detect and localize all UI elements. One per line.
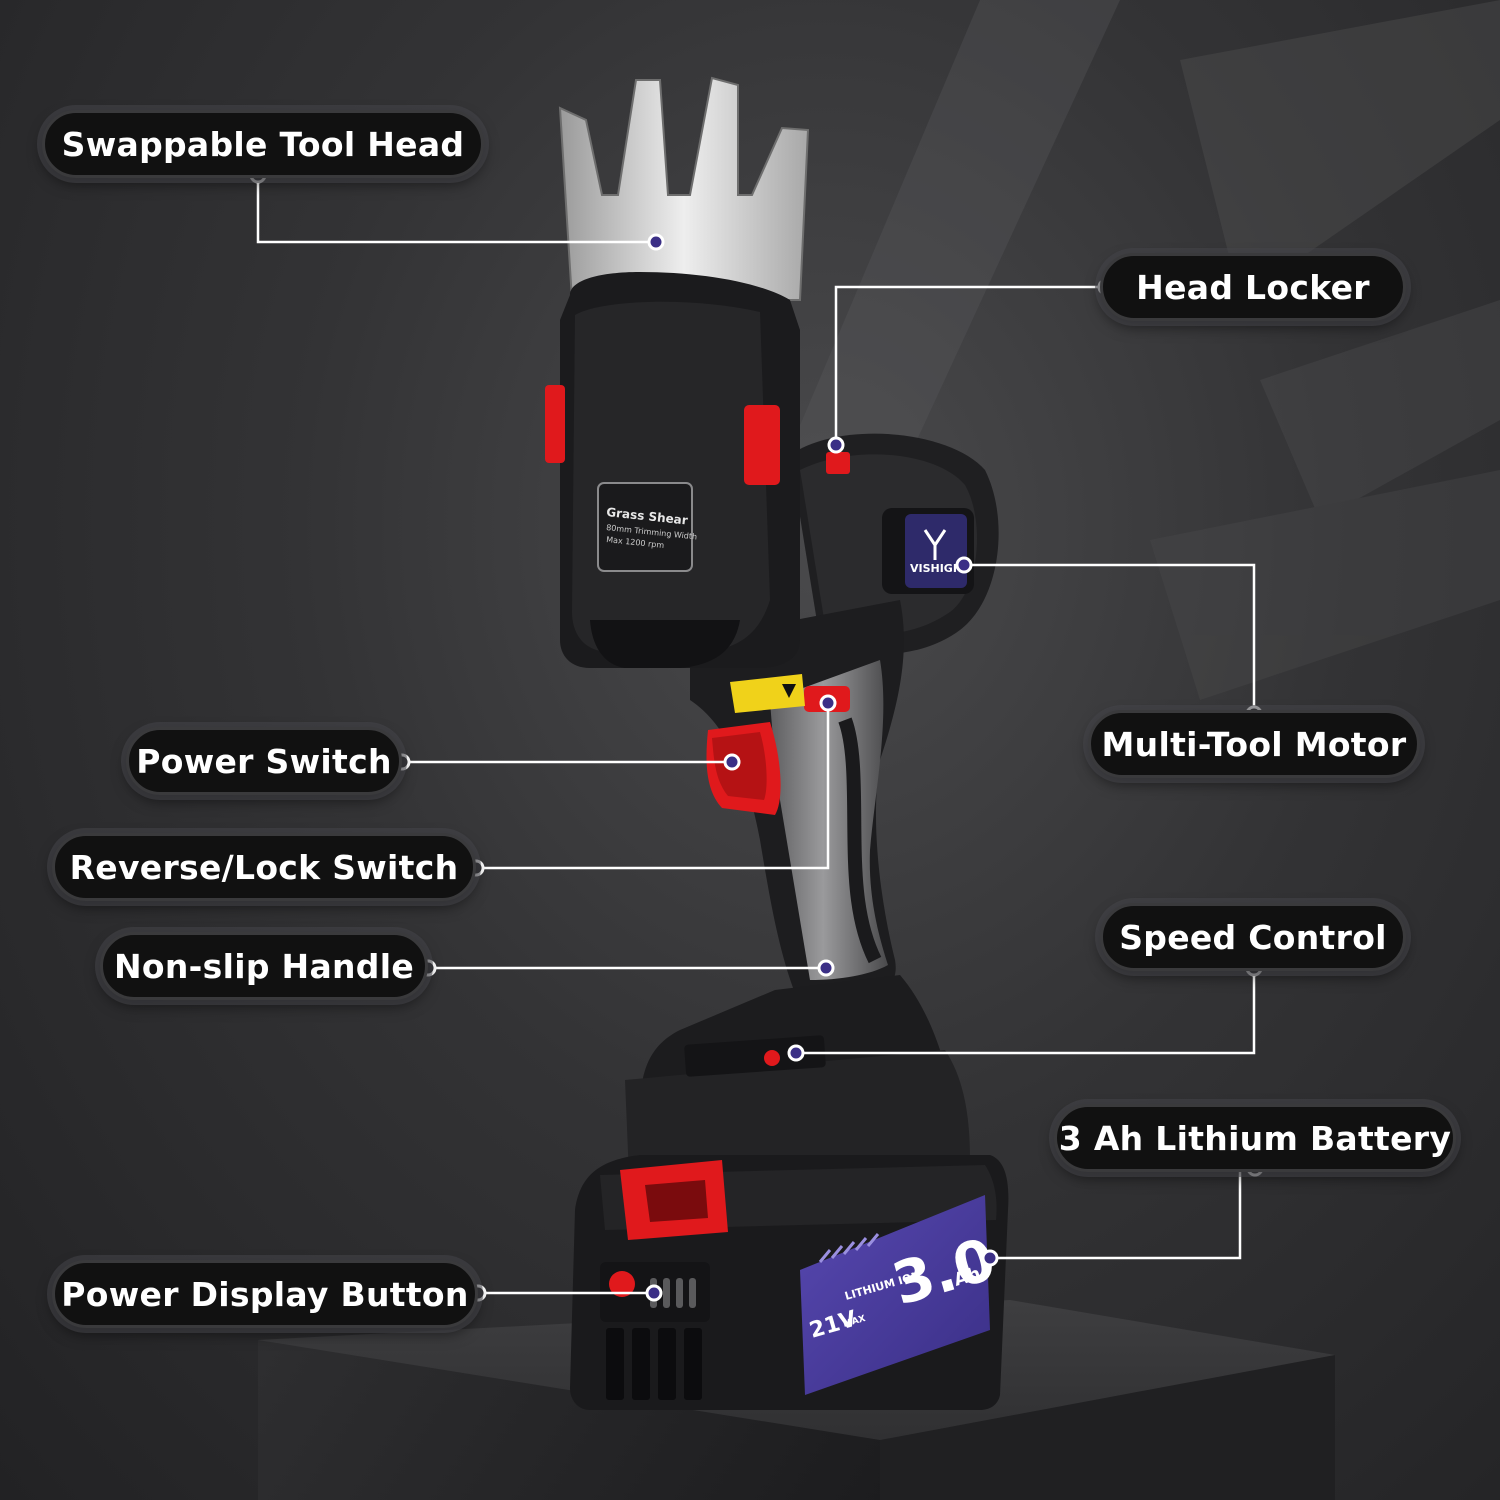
battery-pack: 3.0 Ah LITHIUM ION 21V MAX — [570, 1155, 1009, 1410]
trigger — [706, 722, 781, 815]
callout-multi-tool-motor: Multi-Tool Motor — [1088, 710, 1420, 778]
callout-power-switch: Power Switch — [126, 727, 402, 795]
background-light-streaks — [760, 0, 1500, 700]
warning-sticker — [730, 674, 805, 713]
callout-reverse-lock-switch: Reverse/Lock Switch — [52, 833, 476, 901]
tool-head-cover: Grass Shear 80mm Trimming Width Max 1200… — [545, 272, 800, 668]
callout-head-locker: Head Locker — [1100, 253, 1406, 321]
callout-lithium-battery: 3 Ah Lithium Battery — [1054, 1104, 1456, 1172]
motor-housing: VISHIGH — [790, 433, 999, 654]
blade — [558, 76, 810, 301]
callout-power-display-button: Power Display Button — [52, 1260, 478, 1328]
leader-lines — [256, 175, 1256, 1295]
callout-swappable-tool-head: Swappable Tool Head — [42, 110, 484, 178]
callout-non-slip-handle: Non-slip Handle — [100, 932, 428, 1000]
callout-speed-control: Speed Control — [1100, 903, 1406, 971]
motor-brand-text: VISHIGH — [910, 562, 962, 575]
battery-vents — [606, 1328, 702, 1400]
battery-stripes — [818, 1233, 880, 1263]
